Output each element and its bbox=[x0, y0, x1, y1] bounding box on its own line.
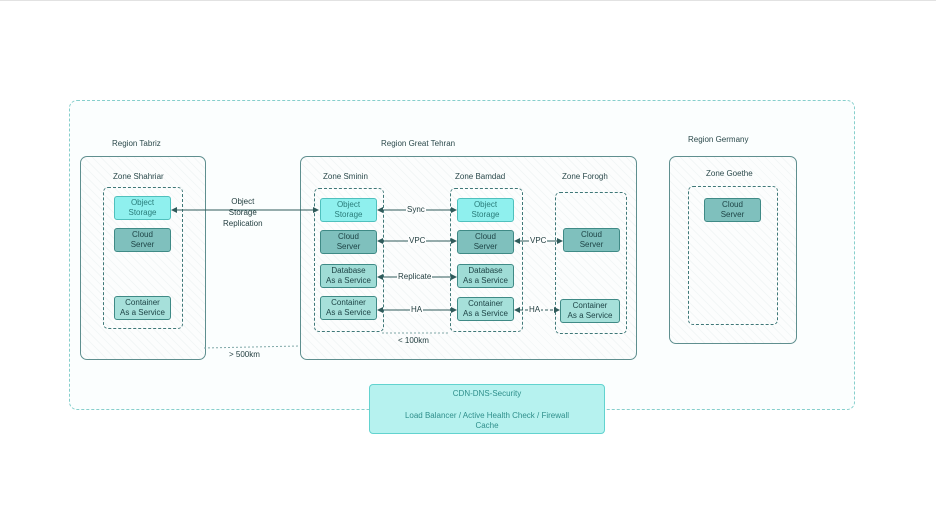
ha-label-a: HA bbox=[410, 305, 424, 314]
container-service-sminin[interactable]: Container As a Service bbox=[320, 296, 377, 320]
ha-label-b: HA bbox=[528, 305, 542, 314]
zone-shahriar-title: Zone Shahriar bbox=[113, 172, 164, 181]
vpc-label-b: VPC bbox=[529, 236, 548, 245]
object-storage-sminin[interactable]: Object Storage bbox=[320, 198, 377, 222]
sync-label: Sync bbox=[406, 205, 426, 214]
object-storage-bamdad[interactable]: Object Storage bbox=[457, 198, 514, 222]
region-great-tehran bbox=[300, 156, 637, 360]
cdn-cache-text: Cache bbox=[475, 421, 499, 430]
cloud-server-forogh[interactable]: Cloud Server bbox=[563, 228, 620, 252]
region-tabriz-title: Region Tabriz bbox=[112, 139, 161, 148]
cloud-server-bamdad[interactable]: Cloud Server bbox=[457, 230, 514, 254]
cloud-server-sminin[interactable]: Cloud Server bbox=[320, 230, 377, 254]
distance-far-line bbox=[203, 345, 301, 349]
cdn-security-layer[interactable]: CDN-DNS-Security Load Balancer / Active … bbox=[369, 384, 605, 434]
zone-sminin bbox=[314, 188, 384, 332]
zone-bamdad-title: Zone Bamdad bbox=[455, 172, 506, 181]
database-service-sminin[interactable]: Database As a Service bbox=[320, 264, 377, 288]
zone-goethe-title: Zone Goethe bbox=[706, 169, 753, 178]
database-service-bamdad[interactable]: Database As a Service bbox=[457, 264, 514, 288]
zone-forogh-title: Zone Forogh bbox=[562, 172, 608, 181]
object-storage-shahriar[interactable]: Object Storage bbox=[114, 196, 171, 220]
region-germany-title: Region Germany bbox=[688, 135, 749, 144]
container-service-shahriar[interactable]: Container As a Service bbox=[114, 296, 171, 320]
container-service-forogh[interactable]: Container As a Service bbox=[560, 299, 620, 323]
cloud-server-goethe[interactable]: Cloud Server bbox=[704, 198, 761, 222]
vpc-label-a: VPC bbox=[408, 236, 427, 245]
region-tehran-title: Region Great Tehran bbox=[381, 139, 456, 148]
zone-bamdad bbox=[450, 188, 523, 332]
cdn-title: CDN-DNS-Security bbox=[452, 389, 522, 398]
zone-forogh bbox=[555, 192, 627, 334]
zone-sminin-title: Zone Sminin bbox=[323, 172, 368, 181]
zone-shahriar bbox=[103, 187, 183, 329]
top-divider bbox=[0, 0, 936, 1]
region-tabriz bbox=[80, 156, 206, 360]
replicate-label: Replicate bbox=[397, 272, 433, 281]
cdn-load-balancer-text: Load Balancer / Active Health Check / Fi… bbox=[404, 411, 570, 420]
container-service-bamdad[interactable]: Container As a Service bbox=[457, 297, 514, 321]
distance-near-label: < 100km bbox=[398, 336, 429, 345]
distance-far-label: > 500km bbox=[229, 350, 260, 359]
zone-goethe bbox=[688, 186, 778, 325]
cloud-server-shahriar[interactable]: Cloud Server bbox=[114, 228, 171, 252]
object-storage-replication-label: Object Storage Replication bbox=[223, 197, 263, 228]
